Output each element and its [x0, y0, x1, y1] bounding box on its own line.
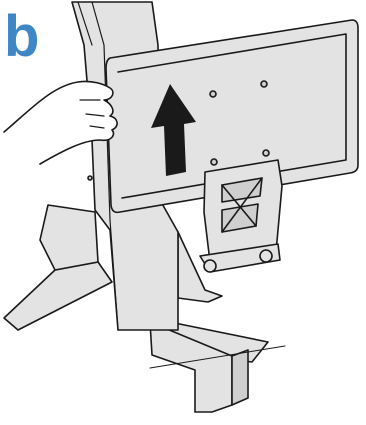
base-rear-wedge: [40, 205, 98, 270]
step-label: b: [4, 8, 38, 66]
base-foot-front-side: [232, 350, 248, 405]
vesa-screw-3: [211, 159, 217, 165]
base-foot-left: [4, 262, 112, 330]
vesa-screw-2: [261, 81, 267, 87]
vesa-screw-1: [210, 91, 216, 97]
vesa-screw-4: [263, 150, 269, 156]
hinge-knob-right: [260, 250, 272, 262]
hinge-knob-left: [204, 260, 216, 272]
column-screw: [88, 176, 92, 180]
